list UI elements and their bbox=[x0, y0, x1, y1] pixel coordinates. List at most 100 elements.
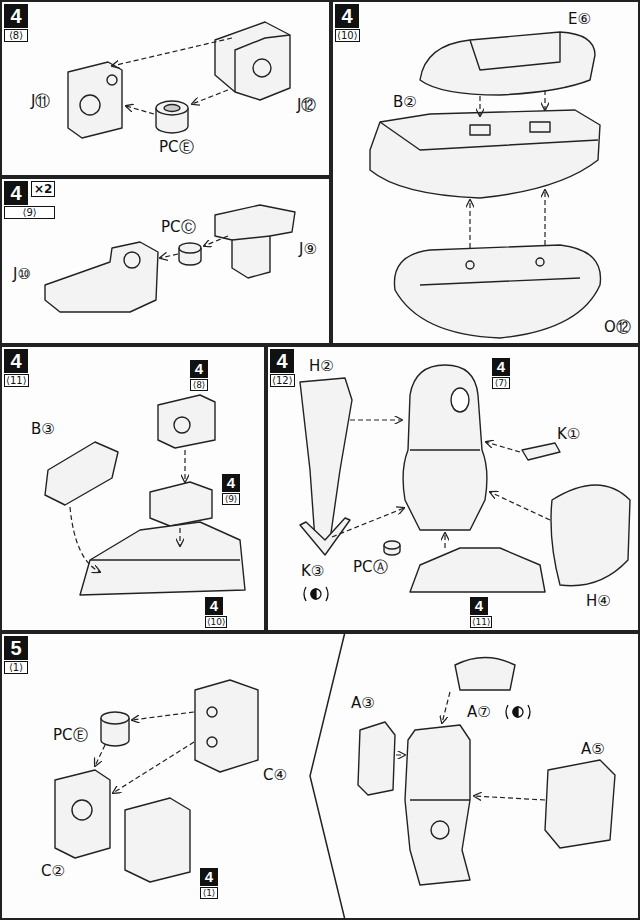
assembly-arrow bbox=[544, 190, 545, 245]
o12-part bbox=[394, 245, 600, 338]
head-assembly bbox=[403, 365, 487, 530]
step-panel: 4⟨11⟩4⟨8⟩4⟨9⟩4⟨10⟩ bbox=[0, 345, 266, 632]
assembly-arrow bbox=[474, 796, 545, 800]
a7-part bbox=[455, 658, 515, 691]
pc-cap bbox=[179, 243, 201, 253]
grease-symbol bbox=[506, 705, 530, 719]
j10-part bbox=[45, 242, 158, 312]
sub-assembly-11 bbox=[410, 548, 545, 592]
assembly-arrow bbox=[70, 38, 550, 800]
part-label: E⑥ bbox=[567, 10, 592, 28]
grease-symbol bbox=[513, 707, 523, 717]
assembly-arrow bbox=[132, 712, 194, 720]
assembly-arrow bbox=[160, 254, 178, 258]
step-reference: 4⟨1⟩ bbox=[200, 868, 218, 899]
assembly-arrow bbox=[192, 90, 228, 104]
e6-part bbox=[420, 32, 595, 95]
pc-cap bbox=[101, 712, 129, 724]
c2-part bbox=[55, 770, 110, 858]
sub-step-number: ⟨11⟩ bbox=[470, 616, 492, 628]
assembly-arrow bbox=[350, 419, 402, 420]
sub-step-number: ⟨12⟩ bbox=[270, 374, 295, 387]
step-reference: 4⟨9⟩ bbox=[222, 474, 240, 505]
j11-part bbox=[68, 62, 122, 138]
assembly-arrow bbox=[486, 442, 520, 452]
step-panel: 4⟨12⟩4⟨7⟩4⟨11⟩ bbox=[266, 345, 640, 632]
part-label: B③ bbox=[30, 420, 56, 438]
sub-assembly-1 bbox=[125, 798, 190, 882]
j12-part bbox=[253, 59, 271, 77]
sub-assembly-8 bbox=[158, 395, 215, 448]
part-label: PCⒶ bbox=[352, 558, 389, 576]
step-number: 4 bbox=[335, 4, 359, 28]
a5-part bbox=[545, 760, 615, 848]
e6-part bbox=[470, 32, 560, 70]
k3-part bbox=[300, 518, 350, 555]
a3-part bbox=[358, 722, 395, 795]
a3-part bbox=[358, 722, 395, 795]
c4-part bbox=[207, 707, 217, 717]
body-assembly bbox=[405, 725, 470, 885]
grease-symbol bbox=[326, 587, 328, 601]
head-assembly bbox=[403, 365, 487, 530]
j11-part bbox=[80, 95, 100, 115]
step-header: 4⟨10⟩ bbox=[335, 4, 360, 42]
c4-part bbox=[207, 737, 217, 747]
part-label: O⑫ bbox=[603, 318, 632, 336]
step-number: 4 bbox=[270, 349, 294, 373]
assembly-arrow bbox=[479, 96, 480, 116]
step-number: 4 bbox=[4, 4, 28, 28]
step-header: 4⟨10⟩ bbox=[205, 597, 227, 628]
body-assembly bbox=[431, 821, 449, 839]
assembly-arrow bbox=[204, 236, 228, 246]
step-panel: 4×2⟨9⟩ bbox=[0, 177, 331, 345]
assembly-arrow bbox=[184, 450, 185, 482]
c2-part bbox=[72, 800, 92, 820]
assembly-arrow bbox=[95, 745, 105, 766]
step-reference: 4⟨8⟩ bbox=[190, 360, 208, 391]
j9-part bbox=[215, 205, 295, 278]
step-number: 4 bbox=[4, 181, 28, 205]
sub-step-number: ⟨7⟩ bbox=[492, 377, 510, 389]
a7-part bbox=[455, 658, 515, 691]
head-assembly bbox=[410, 449, 480, 450]
pc-cap bbox=[164, 105, 180, 112]
assembly-arrow bbox=[544, 90, 545, 110]
c4-part bbox=[195, 680, 258, 772]
head-assembly bbox=[451, 388, 469, 412]
sub-step-number: ⟨9⟩ bbox=[4, 206, 55, 219]
o12-part bbox=[420, 278, 580, 285]
grease-symbol bbox=[311, 589, 321, 599]
part-label: K③ bbox=[300, 562, 325, 580]
j12-part bbox=[215, 22, 290, 100]
sub-step-number: ⟨10⟩ bbox=[205, 616, 227, 628]
step-panel: 5⟨1⟩4⟨1⟩ bbox=[0, 632, 640, 920]
j11-part bbox=[68, 62, 122, 138]
pc-cap bbox=[156, 101, 188, 115]
part-label: J⑨ bbox=[298, 240, 318, 258]
pc-cap bbox=[101, 712, 129, 746]
j12-part bbox=[215, 22, 290, 100]
part-label: A⑦ bbox=[466, 703, 492, 721]
step-number: 5 bbox=[4, 636, 28, 660]
assembly-arrow bbox=[444, 533, 445, 548]
sub-assembly-8 bbox=[158, 395, 215, 448]
assembly-arrow bbox=[70, 507, 100, 572]
assembly-arrow bbox=[332, 508, 404, 537]
sub-step-number: ⟨11⟩ bbox=[4, 374, 29, 387]
j9-part bbox=[232, 236, 270, 240]
h2-part bbox=[300, 378, 352, 540]
j10-part bbox=[124, 252, 140, 268]
body-assembly bbox=[410, 799, 470, 800]
grease-symbol bbox=[311, 589, 316, 599]
step-header: 4⟨8⟩ bbox=[190, 360, 208, 391]
c4-part bbox=[195, 680, 258, 772]
k1-part bbox=[522, 443, 560, 460]
sub-assembly-10 bbox=[80, 522, 245, 595]
part-label: J⑫ bbox=[296, 96, 317, 114]
part-label: PCⒺ bbox=[158, 138, 195, 156]
step-number: 4 bbox=[470, 597, 488, 615]
sub-step-number: ⟨10⟩ bbox=[335, 29, 360, 42]
